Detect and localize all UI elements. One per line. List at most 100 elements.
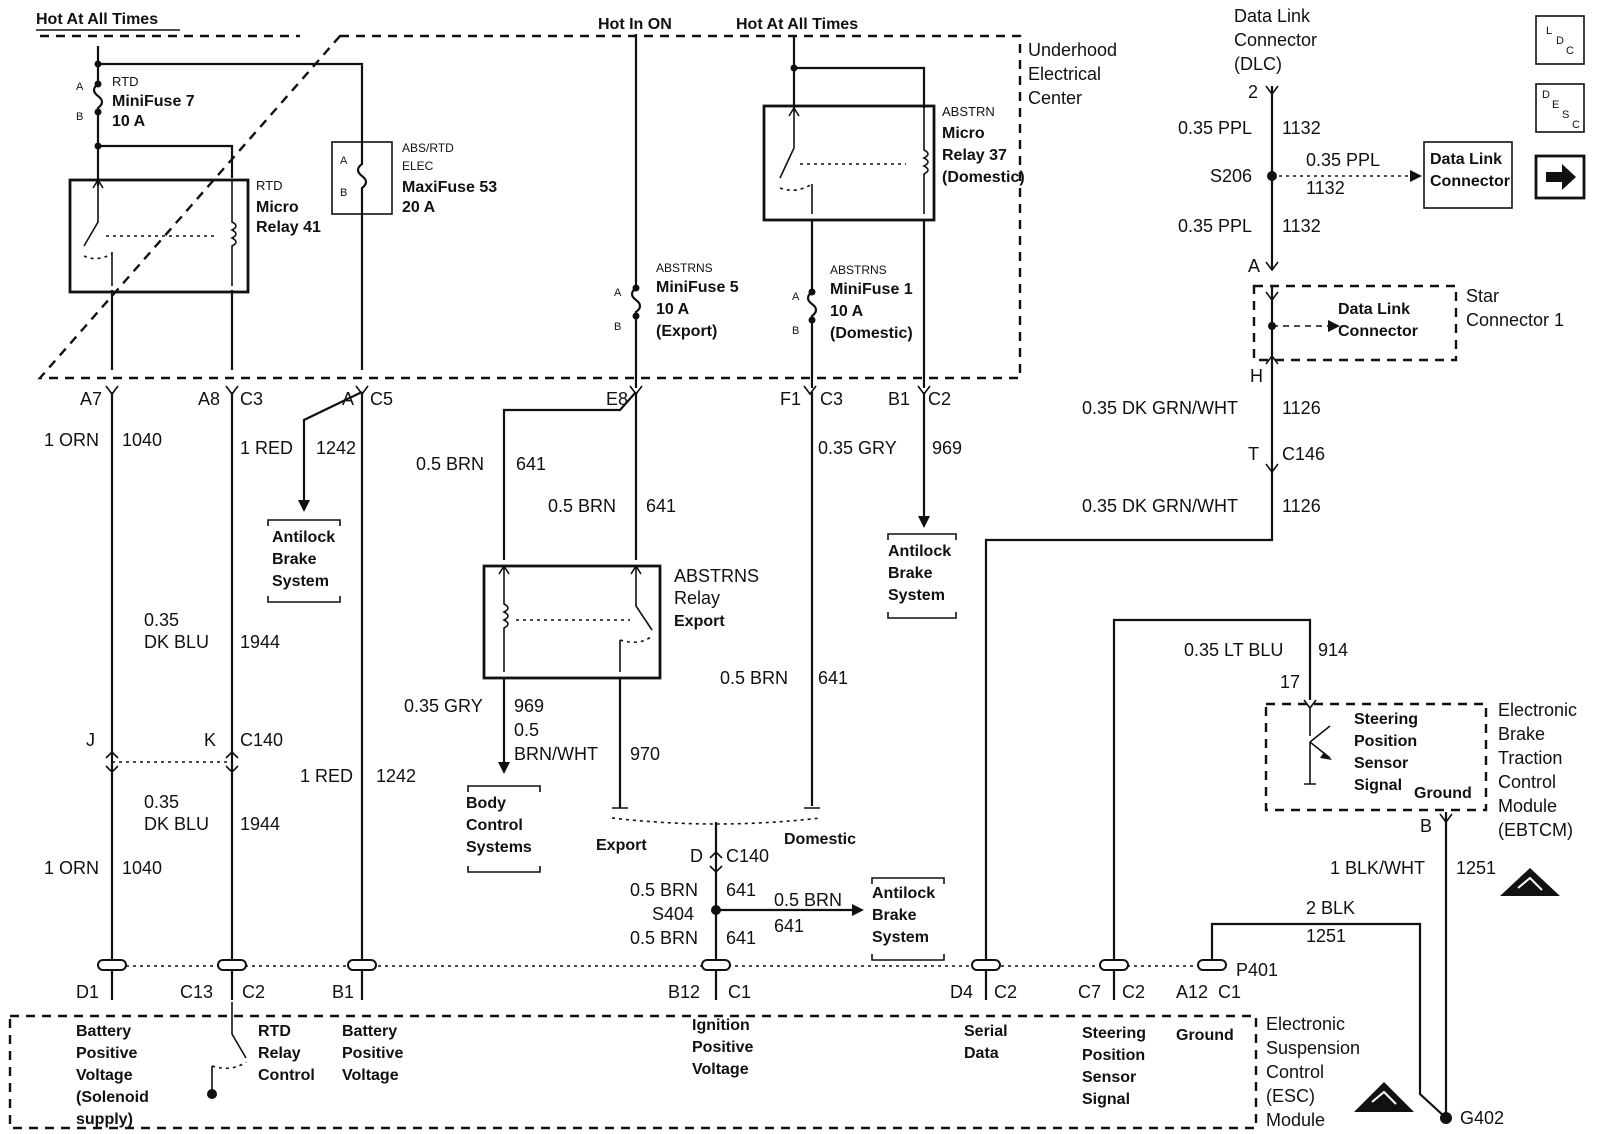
- relay37-line3: Relay 37: [942, 147, 1007, 164]
- w1944b-size1: 0.35: [144, 792, 179, 812]
- pin-b1b: B1: [332, 982, 354, 1002]
- splice-s404: S404: [652, 904, 694, 924]
- esc-d1-line3: Voltage: [76, 1067, 133, 1084]
- abstrns5-line3: (Export): [656, 323, 717, 340]
- esc-c7-line4: Signal: [1082, 1091, 1130, 1108]
- w641b-size: 0.5 BRN: [548, 496, 616, 516]
- pin-b12: B12: [668, 982, 700, 1002]
- abs2-line1: Antilock: [888, 543, 951, 560]
- uec-title-line1: Underhood: [1028, 40, 1117, 60]
- rtd-micro-relay-41: RTD Micro Relay 41: [68, 146, 321, 294]
- pin-c1: C1: [728, 982, 751, 1002]
- data-link-connector-title: Data Link Connector (DLC) 2: [1234, 6, 1317, 102]
- pin-17: 17: [1280, 672, 1300, 692]
- hot-at-all-times-label-right: Hot At All Times: [736, 16, 858, 33]
- pin-a7: A7: [80, 389, 102, 409]
- w969b-circuit: 969: [514, 696, 544, 716]
- w1040a-circuit: 1040: [122, 430, 162, 450]
- esc-b1-line1: Battery: [342, 1023, 397, 1040]
- sps-line2: Position: [1354, 733, 1417, 750]
- esc-d4-line2: Data: [964, 1045, 999, 1062]
- svg-text:Center: Center: [1028, 88, 1082, 108]
- pin-k: K: [204, 730, 216, 750]
- rtd7-name: RTD: [112, 74, 138, 89]
- rtd7-line1: MiniFuse 7: [112, 93, 195, 110]
- pin-c1b: C1: [1218, 982, 1241, 1002]
- pin-d4: D4: [950, 982, 973, 1002]
- relay37-line1: ABSTRN: [942, 104, 995, 119]
- splice-s404-area: D C140 0.5 BRN 641 S404 0.5 BRN 641 0.5 …: [630, 822, 864, 1000]
- ebtcm-line6: (EBTCM): [1498, 820, 1573, 840]
- abs1-line3: System: [272, 573, 329, 590]
- esc-c7-line2: Position: [1082, 1047, 1145, 1064]
- w641e-size: 0.5 BRN: [630, 928, 698, 948]
- wire-641-export: [502, 391, 638, 560]
- star-inner-line1: Data Link: [1338, 301, 1410, 318]
- w1126a-size: 0.35 DK GRN/WHT: [1082, 398, 1238, 418]
- rtd-minifuse-7: A B RTD MiniFuse 7 10 A: [76, 64, 195, 146]
- w1132a-size: 0.35 PPL: [1178, 118, 1252, 138]
- dlc-box-line1: Data Link: [1430, 151, 1502, 168]
- esc-title-line3: Control: [1266, 1062, 1324, 1082]
- esc-d4-line1: Serial: [964, 1023, 1008, 1040]
- w1040b-size: 1 ORN: [44, 858, 99, 878]
- esc-title-line2: Suspension: [1266, 1038, 1360, 1058]
- wire-1251-blk: [1210, 922, 1447, 1119]
- esc-c13-line2: Relay: [258, 1045, 301, 1062]
- bcs-line1: Body: [466, 795, 506, 812]
- abstrn-micro-relay-37: ABSTRN Micro Relay 37 (Domestic): [762, 104, 1025, 222]
- desc-symbol-icon: D E S C: [1535, 83, 1585, 133]
- uec-pin-row: A7 A8 C3 A C5 E8 F1 C3 B1 C2: [80, 389, 951, 409]
- esc-c7-line3: Sensor: [1082, 1069, 1136, 1086]
- wire-1126-labels: 0.35 DK GRN/WHT 1126 T C146 0.35 DK GRN/…: [1082, 398, 1325, 516]
- abs53-line1: MaxiFuse 53: [402, 179, 497, 196]
- desc-c: C: [1572, 119, 1580, 131]
- esc-title-line4: (ESC): [1266, 1086, 1315, 1106]
- esc-b1-line3: Voltage: [342, 1067, 399, 1084]
- abstrns1-name: ABSTRNS: [830, 263, 887, 277]
- star-pin-h: H: [1250, 366, 1263, 386]
- abs2-line2: Brake: [888, 565, 933, 582]
- uec-title-line2: Electrical: [1028, 64, 1101, 84]
- abs2-line3: System: [888, 587, 945, 604]
- abstrns-minifuse-5: A B ABSTRNS MiniFuse 5 10 A (Export): [614, 34, 739, 388]
- underhood-electrical-center: Underhood Electrical Center: [37, 34, 1117, 380]
- dlc-pin-2: 2: [1248, 82, 1258, 102]
- w1251b-size: 2 BLK: [1306, 898, 1355, 918]
- star-title-line1: Star: [1466, 286, 1499, 306]
- svg-text:Underhood: Underhood: [1028, 40, 1117, 60]
- w1242b-circuit: 1242: [376, 766, 416, 786]
- star-inner-line2: Connector: [1338, 323, 1418, 340]
- connector-c140-jk: J K C140: [86, 730, 283, 774]
- w641d-size: 0.5 BRN: [630, 880, 698, 900]
- esc-c13-line3: Control: [258, 1067, 315, 1084]
- sps-line1: Steering: [1354, 711, 1418, 728]
- ldc-symbol-icon: L D C: [1535, 15, 1585, 65]
- abstrns-relay-export: ABSTRNS Relay Export: [482, 564, 759, 680]
- pin-f1: F1: [780, 389, 801, 409]
- abstrns5-pin-b: B: [614, 321, 621, 333]
- abs-rtd-maxifuse-53: A B ABS/RTD ELEC MaxiFuse 53 20 A: [331, 141, 497, 370]
- bcs-line3: Systems: [466, 839, 532, 856]
- esc-pin-descriptions: Battery Positive Voltage (Solenoid suppl…: [76, 1017, 1234, 1128]
- hot-in-on-label: Hot In ON: [598, 16, 672, 33]
- w1944b-circuit: 1944: [240, 814, 280, 834]
- esc-a12-line1: Ground: [1176, 1027, 1234, 1044]
- pin-c140: C140: [240, 730, 283, 750]
- abs53-name2: ELEC: [402, 159, 434, 173]
- rtd7-line2: 10 A: [112, 113, 146, 130]
- rtd41-line2: Micro: [256, 199, 299, 216]
- w641f-size: 0.5 BRN: [774, 890, 842, 910]
- rtd41-line3: Relay 41: [256, 219, 321, 236]
- esc-d1-line4: (Solenoid: [76, 1089, 149, 1106]
- ebtcm-line5: Module: [1498, 796, 1557, 816]
- w969a-circuit: 969: [932, 438, 962, 458]
- lower-connectors: [97, 959, 1227, 971]
- desc-e: E: [1552, 99, 1559, 111]
- pin-t: T: [1248, 444, 1259, 464]
- esc-c7-line1: Steering: [1082, 1025, 1146, 1042]
- abstrns5-line1: MiniFuse 5: [656, 279, 739, 296]
- pin-p401: P401: [1236, 960, 1278, 980]
- center-wire-labels: 0.5 BRN 641 0.5 BRN 641 0.35 GRY 969 0.5…: [404, 438, 962, 764]
- pin-c146: C146: [1282, 444, 1325, 464]
